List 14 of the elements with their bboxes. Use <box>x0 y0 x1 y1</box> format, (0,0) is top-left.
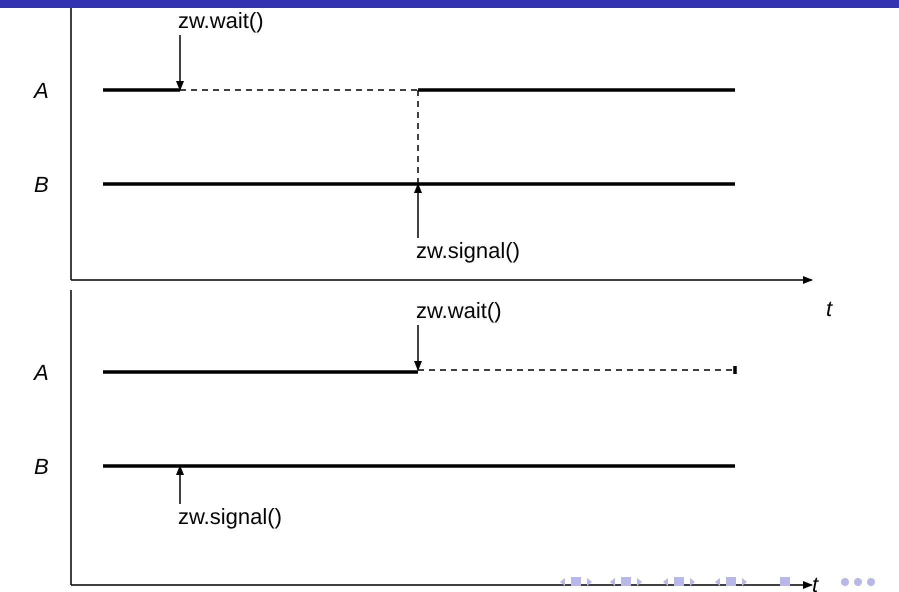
leader-arrow <box>176 465 184 504</box>
call-label: zw.wait() <box>416 298 502 324</box>
leader-arrow <box>414 325 422 371</box>
row-label: A <box>34 360 49 386</box>
axis-label: t <box>826 296 832 322</box>
row-label: B <box>34 172 49 198</box>
call-label: zw.signal() <box>178 504 282 530</box>
leader-arrow <box>414 183 422 238</box>
call-label: zw.signal() <box>416 238 520 264</box>
row-label: A <box>34 78 49 104</box>
call-label: zw.wait() <box>178 8 264 34</box>
leader-arrow <box>176 35 184 91</box>
row-label: B <box>34 454 49 480</box>
axis-label: t <box>812 572 818 592</box>
